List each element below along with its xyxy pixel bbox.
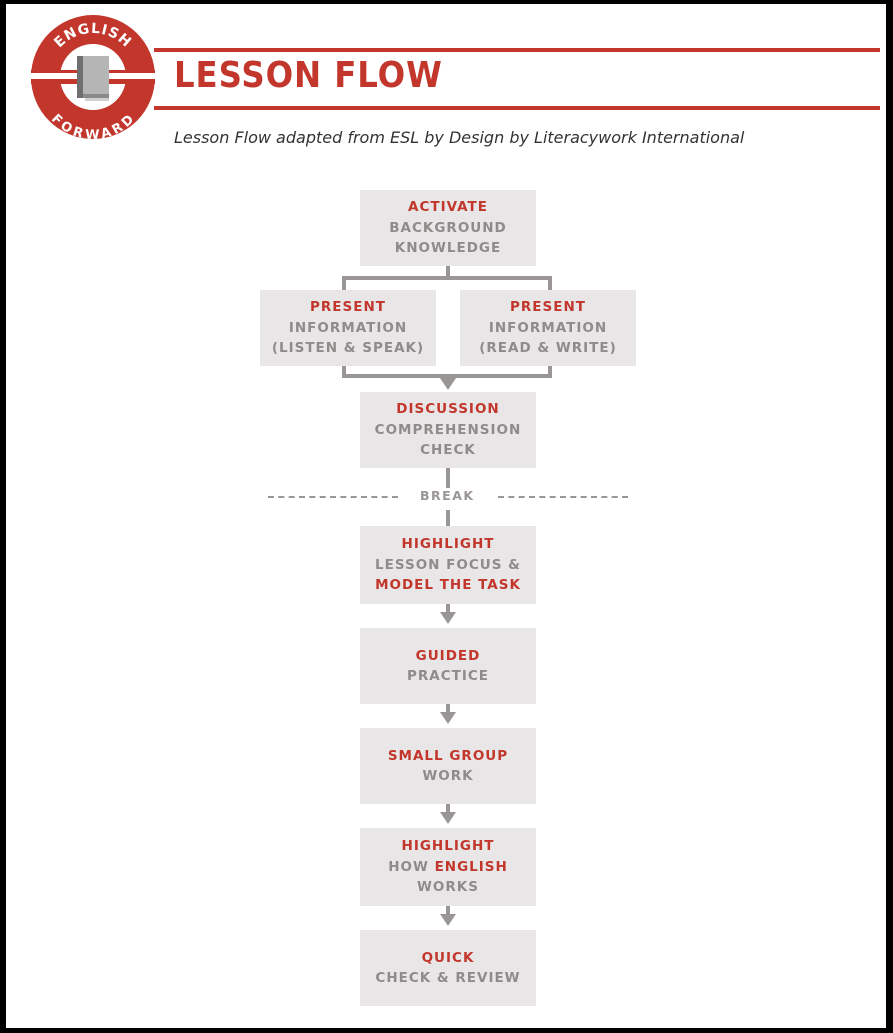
- step-present-read-line1: INFORMATION: [488, 319, 608, 336]
- step-activate-line2: KNOWLEDGE: [394, 240, 502, 257]
- step-quick-check: QUICK CHECK & REVIEW: [360, 930, 536, 1006]
- break-label: BREAK: [420, 488, 475, 503]
- arrow-down-icon: [440, 612, 456, 624]
- step-quick-line1: CHECK & REVIEW: [375, 970, 521, 986]
- connector-english-quick: [446, 906, 450, 916]
- page: ENGLISH FORWARD LESSON FLOW Lesson Flow …: [6, 4, 886, 1028]
- step-small-group-emph: SMALL GROUP: [387, 747, 509, 764]
- step-present-read-line2: (READ & WRITE): [479, 340, 617, 357]
- header-rule-bottom: [154, 106, 880, 110]
- branch-bar-top: [342, 276, 552, 280]
- step-highlight-english-pre: HOW: [388, 858, 435, 875]
- step-guided-emph: GUIDED: [415, 647, 481, 664]
- step-present-listen-emph: PRESENT: [310, 299, 386, 316]
- step-present-read-emph: PRESENT: [510, 299, 586, 316]
- merge-right: [548, 366, 552, 378]
- step-highlight-english-line2: WORKS: [417, 879, 479, 896]
- step-highlight-focus-emph2: MODEL THE TASK: [375, 577, 521, 594]
- arrow-down-icon: [440, 378, 456, 390]
- merge-bar: [342, 374, 552, 378]
- merge-left: [342, 366, 346, 378]
- english-forward-logo: ENGLISH FORWARD: [28, 15, 158, 142]
- step-guided-practice: GUIDED PRACTICE: [360, 628, 536, 704]
- step-activate-line1: BACKGROUND: [389, 219, 507, 236]
- arrow-down-icon: [440, 812, 456, 824]
- arrow-down-icon: [440, 712, 456, 724]
- step-guided-line1: PRACTICE: [406, 668, 489, 684]
- connector-break-highlight: [446, 510, 450, 528]
- step-highlight-english-emph: HIGHLIGHT: [401, 838, 495, 855]
- book-icon: [77, 56, 109, 101]
- branch-right-top: [548, 276, 552, 290]
- connector-guided-small: [446, 704, 450, 714]
- step-small-group-line1: WORK: [422, 768, 474, 784]
- step-discussion-emph: DISCUSSION: [396, 401, 500, 418]
- page-subtitle: Lesson Flow adapted from ESL by Design b…: [174, 128, 745, 147]
- step-highlight-english-emph2: ENGLISH: [434, 858, 508, 875]
- step-highlight-english: HIGHLIGHT HOW ENGLISH WORKS: [360, 828, 536, 906]
- step-highlight-focus-emph: HIGHLIGHT: [401, 536, 495, 553]
- step-highlight-english-line1: HOW ENGLISH: [388, 857, 508, 878]
- connector-small-highlight: [446, 804, 450, 814]
- page-title: LESSON FLOW: [174, 55, 443, 96]
- step-discussion-line2: CHECK: [420, 442, 476, 459]
- break-dash-left: [268, 496, 398, 498]
- step-highlight-focus: HIGHLIGHT LESSON FOCUS & MODEL THE TASK: [360, 526, 536, 604]
- header-rule-top: [154, 48, 880, 52]
- arrow-down-icon: [440, 914, 456, 926]
- step-present-read: PRESENT INFORMATION (READ & WRITE): [460, 290, 636, 366]
- break-dash-right: [498, 496, 628, 498]
- connector-discussion-break: [446, 468, 450, 488]
- step-discussion-line1: COMPREHENSION: [374, 421, 522, 438]
- connector-focus-guided: [446, 604, 450, 614]
- step-present-listen-line2: (LISTEN & SPEAK): [271, 340, 425, 357]
- step-highlight-focus-line1: LESSON FOCUS &: [375, 556, 521, 573]
- step-quick-emph: QUICK: [421, 949, 475, 966]
- step-present-listen-line1: INFORMATION: [288, 319, 408, 336]
- branch-left-top: [342, 276, 346, 290]
- step-discussion: DISCUSSION COMPREHENSION CHECK: [360, 392, 536, 468]
- step-small-group: SMALL GROUP WORK: [360, 728, 536, 804]
- connector-activate: [446, 266, 450, 278]
- step-activate-emph: ACTIVATE: [408, 199, 488, 216]
- step-present-listen: PRESENT INFORMATION (LISTEN & SPEAK): [260, 290, 436, 366]
- step-activate: ACTIVATE BACKGROUND KNOWLEDGE: [360, 190, 536, 266]
